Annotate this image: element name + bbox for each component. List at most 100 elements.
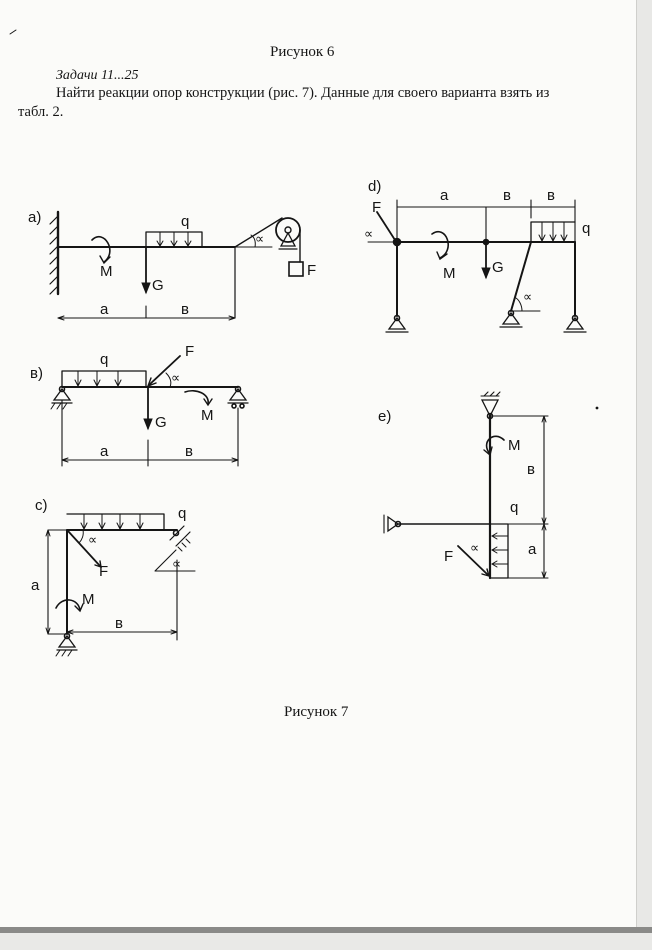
ground-hatch-left [50, 402, 68, 410]
force-F [376, 211, 396, 241]
weight-block [288, 261, 304, 277]
dimension-arrows [61, 457, 239, 463]
label-G: G [492, 259, 504, 276]
dimension-a-lines [47, 529, 67, 635]
label-q: q [100, 351, 108, 368]
distributed-load-q [489, 523, 509, 579]
label-alpha1: ∝ [364, 226, 373, 241]
label-b: в [527, 461, 535, 478]
label-M: M [201, 407, 214, 424]
figure-c: c) q F ∝ ∝ M [31, 497, 196, 657]
label-F: F [99, 563, 108, 580]
label-M: M [508, 437, 521, 454]
figure-a: a) q M G ∝ [28, 209, 316, 321]
side-pin [394, 520, 402, 528]
task-text-line-1: Найти реакции опор конструкции (рис. 7).… [56, 85, 550, 101]
dimension-b-lines [66, 559, 178, 641]
roller-1 [231, 403, 237, 409]
label-alpha2: ∝ [523, 289, 532, 304]
force-F-arrowhead [94, 560, 102, 569]
force-F [67, 530, 101, 567]
angle-arc [250, 234, 256, 248]
figure-7-caption: Рисунок 7 [284, 704, 349, 720]
label-b1: в [503, 187, 511, 204]
label-alpha: ∝ [470, 540, 479, 555]
moment-arc [431, 231, 449, 259]
moment-arc [55, 599, 81, 611]
label-a: a [100, 301, 109, 318]
figure-e-tag: e) [378, 408, 391, 425]
inclined-support [169, 525, 191, 547]
load-arrows [83, 513, 141, 529]
label-b2: в [547, 187, 555, 204]
figure-e: e) M q F ∝ [378, 391, 549, 580]
label-alpha: ∝ [171, 370, 180, 385]
pin-strut [507, 309, 515, 317]
angle-arc [78, 529, 84, 544]
label-G: G [155, 414, 167, 431]
dimension-b-arrows [66, 629, 178, 635]
scan-speck [595, 406, 599, 410]
label-a: a [100, 443, 109, 460]
force-F [457, 545, 489, 576]
label-M: M [82, 591, 95, 608]
label-a: a [440, 187, 449, 204]
inclined-strut [510, 241, 532, 312]
moment-arc [184, 389, 209, 405]
force-G-arrowhead [481, 267, 491, 280]
support-angle-lines [154, 549, 196, 572]
dimension-lines [489, 415, 549, 579]
task-text-line-2: табл. 2. [18, 104, 64, 120]
dimension-a-arrows [45, 529, 51, 635]
load-arrows [159, 231, 189, 246]
load-arrowheads [491, 532, 498, 568]
load-arrowheads [80, 522, 144, 531]
label-b: в [185, 443, 193, 460]
force-G-arrowhead [141, 282, 151, 295]
label-F: F [372, 199, 381, 216]
figure-b-tag: в) [30, 365, 43, 382]
scan-speck [9, 29, 17, 35]
force-F-arrowhead [481, 568, 491, 578]
pin-left [58, 385, 66, 393]
label-a: a [31, 577, 40, 594]
figure-b: в) q F ∝ G M [30, 343, 249, 467]
label-F: F [185, 343, 194, 360]
angle-arc [165, 372, 172, 388]
top-ground [480, 391, 501, 397]
task-number: Задачи 11...25 [56, 68, 139, 83]
label-G: G [152, 277, 164, 294]
load-arrowheads [538, 234, 568, 243]
label-q: q [178, 505, 186, 522]
label-M: M [100, 263, 113, 280]
side-pin-support [387, 515, 400, 533]
load-arrows [541, 221, 565, 241]
pin-support-left [385, 316, 409, 333]
figure-d: d) a в в q F ∝ M G [364, 178, 590, 333]
force-F [148, 355, 181, 386]
load-arrows [492, 535, 509, 565]
label-a: a [528, 541, 537, 558]
figure-d-tag: d) [368, 178, 381, 195]
moment-arrowhead [483, 446, 493, 457]
pulley-support [279, 231, 297, 247]
moment-arrowhead [203, 398, 213, 407]
distributed-load-q [61, 370, 147, 388]
bottom-pin [63, 632, 71, 640]
pin-left [393, 314, 401, 322]
pin-support-strut [499, 311, 523, 328]
top-pin-support [480, 399, 500, 418]
page-right-edge [636, 0, 652, 950]
label-b: в [181, 301, 189, 318]
label-alpha: ∝ [255, 231, 264, 246]
label-q: q [510, 499, 518, 516]
dimension-lines [61, 399, 239, 467]
label-M: M [443, 265, 456, 282]
moment-arc [91, 236, 111, 263]
inclined-support-hatch [177, 538, 191, 552]
dimension-arrows [57, 315, 236, 321]
moment-arc [485, 435, 505, 455]
label-q: q [181, 213, 189, 230]
moment-arrowhead [99, 255, 111, 265]
